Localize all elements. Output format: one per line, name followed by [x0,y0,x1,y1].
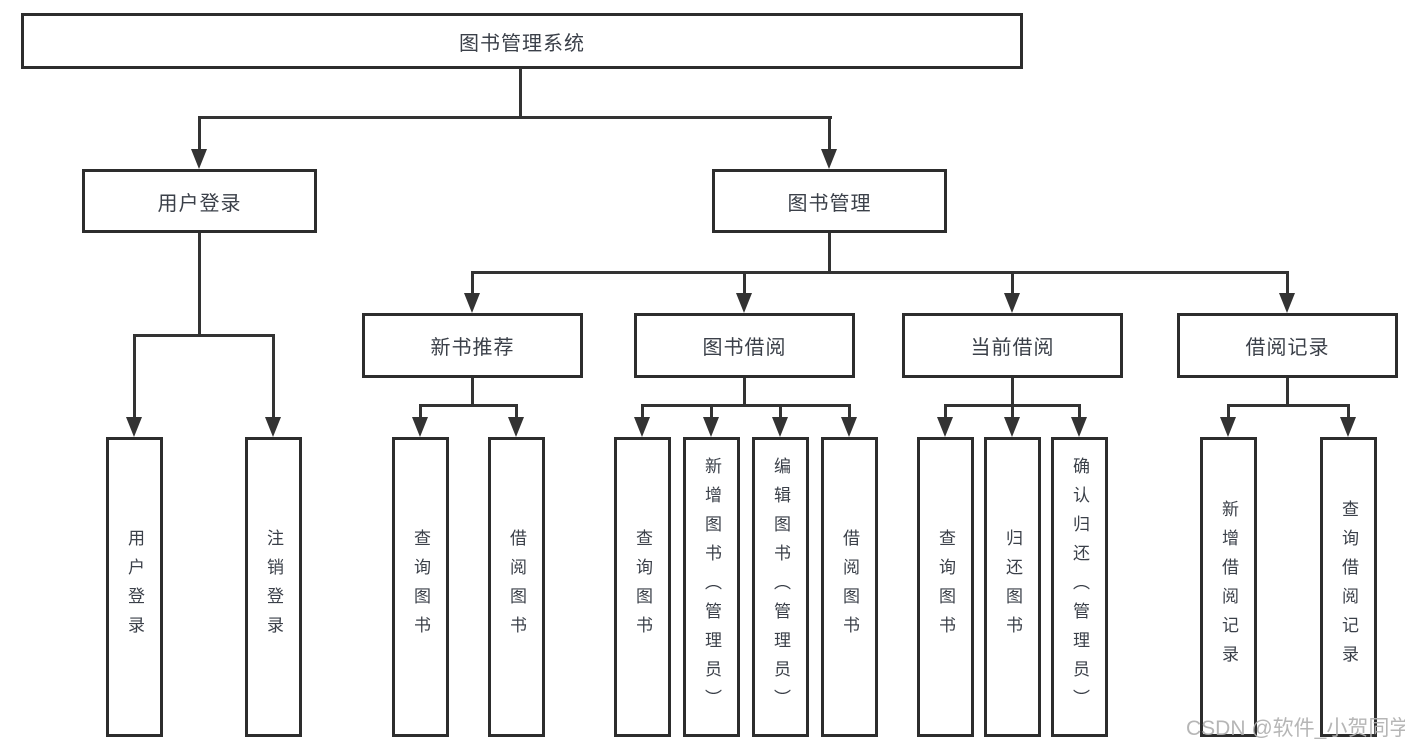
node-book-management: 图书管理 [712,169,947,233]
edge-line [1078,404,1081,419]
edge-line [828,116,831,151]
node-label: 图书借阅 [702,337,787,359]
node-label: 查询图书 [936,529,955,645]
node-label: 用户登录 [125,529,144,645]
node-label: 归还图书 [1003,529,1022,645]
edge-line [471,271,474,295]
arrow-head-icon [265,417,281,437]
leaf-query-books-current: 查询图书 [917,437,974,737]
edge-line [1347,404,1350,419]
edge-line [419,404,422,419]
leaf-query-books-recommend: 查询图书 [392,437,449,737]
node-label: 用户登录 [157,192,242,215]
node-label: 当前借阅 [970,337,1055,359]
edge-line [641,404,851,407]
node-label: 新书推荐 [430,337,515,359]
node-label: 图书管理 [787,192,872,215]
node-label: 编辑图书（管理员） [771,456,790,718]
arrow-head-icon [736,293,752,313]
edge-line [828,233,831,274]
arrow-head-icon [703,417,719,437]
edge-line [519,68,522,118]
watermark-text: CSDN @软件_小贺同学 [1186,717,1405,740]
arrow-head-icon [191,149,207,169]
edge-line [1011,271,1014,295]
leaf-confirm-return-admin: 确认归还（管理员） [1051,437,1108,737]
edge-line [515,404,518,419]
edge-line [198,116,201,151]
edge-line [1286,378,1289,406]
edge-line [1011,378,1014,406]
node-label: 新增借阅记录 [1219,500,1238,674]
node-label: 注销登录 [264,529,283,645]
node-label: 图书管理系统 [459,32,585,55]
edge-line [1286,271,1289,295]
arrow-head-icon [1004,293,1020,313]
arrow-head-icon [634,417,650,437]
leaf-return-books: 归还图书 [984,437,1041,737]
arrow-head-icon [126,417,142,437]
arrow-head-icon [464,293,480,313]
node-current-borrowing: 当前借阅 [902,313,1123,378]
leaf-user-login: 用户登录 [106,437,163,737]
edge-line [198,116,832,119]
edge-line [133,334,136,419]
leaf-add-borrow-record: 新增借阅记录 [1200,437,1257,737]
arrow-head-icon [937,417,953,437]
node-label: 借阅记录 [1245,337,1330,359]
edge-line [641,404,644,419]
node-label: 确认归还（管理员） [1070,456,1089,718]
node-library-management-system: 图书管理系统 [21,13,1023,69]
arrow-head-icon [821,149,837,169]
leaf-borrow-books: 借阅图书 [821,437,878,737]
arrow-head-icon [1071,417,1087,437]
edge-line [779,404,782,419]
node-label: 借阅图书 [507,529,526,645]
leaf-query-borrow-record: 查询借阅记录 [1320,437,1377,737]
edge-line [133,334,275,337]
arrow-head-icon [772,417,788,437]
edge-line [419,404,518,407]
leaf-add-books-admin: 新增图书（管理员） [683,437,740,737]
edge-line [743,271,746,295]
edge-line [198,233,201,336]
node-label: 新增图书（管理员） [702,456,721,718]
leaf-edit-books-admin: 编辑图书（管理员） [752,437,809,737]
leaf-borrow-books-recommend: 借阅图书 [488,437,545,737]
arrow-head-icon [1220,417,1236,437]
edge-line [848,404,851,419]
node-label: 查询图书 [633,529,652,645]
edge-line [1011,404,1014,419]
edge-line [471,271,1289,274]
arrow-head-icon [412,417,428,437]
edge-line [1227,404,1230,419]
arrow-head-icon [1004,417,1020,437]
arrow-head-icon [841,417,857,437]
node-user-login: 用户登录 [82,169,317,233]
node-borrowing-records: 借阅记录 [1177,313,1398,378]
node-label: 借阅图书 [840,529,859,645]
node-new-book-recommend: 新书推荐 [362,313,583,378]
edge-line [710,404,713,419]
edge-line [743,378,746,406]
edge-line [944,404,947,419]
arrow-head-icon [1279,293,1295,313]
leaf-query-books-borrow: 查询图书 [614,437,671,737]
node-label: 查询借阅记录 [1339,500,1358,674]
edge-line [471,378,474,406]
edge-line [1227,404,1350,407]
node-book-borrowing: 图书借阅 [634,313,855,378]
edge-line [272,334,275,419]
leaf-logout: 注销登录 [245,437,302,737]
arrow-head-icon [1340,417,1356,437]
arrow-head-icon [508,417,524,437]
node-label: 查询图书 [411,529,430,645]
